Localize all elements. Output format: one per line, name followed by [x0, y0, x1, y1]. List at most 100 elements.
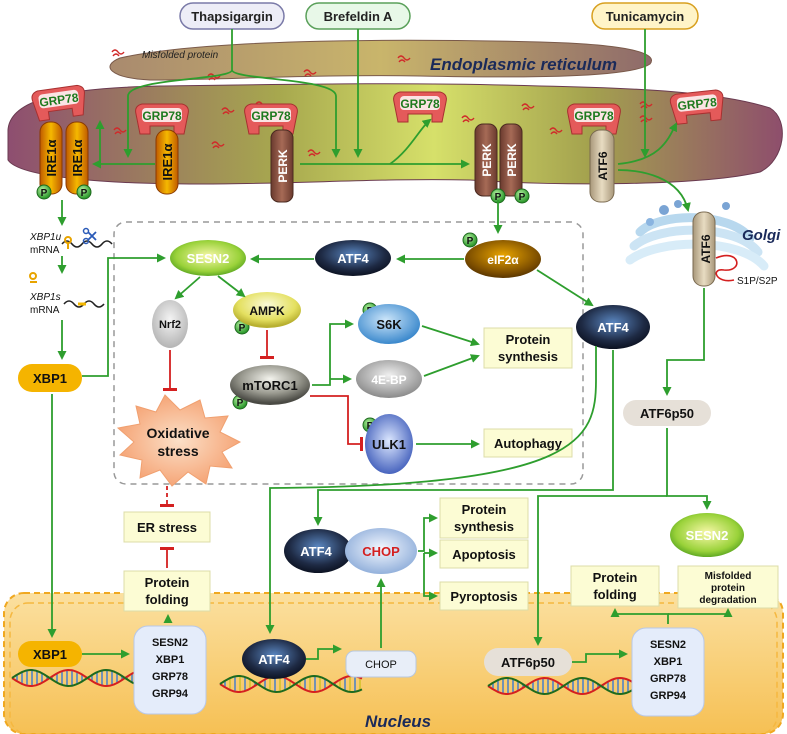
ampk-node: AMPK [233, 292, 301, 328]
misfolded-protein-icon [461, 115, 475, 123]
sesn2-label: SESN2 [187, 251, 230, 266]
grp78-label: GRP78 [677, 95, 718, 113]
oxidative-stress-node: Oxidative stress [116, 394, 242, 487]
svg-text:Protein: Protein [145, 575, 190, 590]
misfolded-protein-icon [549, 127, 563, 135]
dna-helix-icon [11, 668, 135, 688]
svg-text:GRP94: GRP94 [152, 688, 189, 700]
svg-text:ER stress: ER stress [137, 520, 197, 535]
ire1a-monomer: IRE1α [155, 129, 179, 195]
misfolded-protein-squiggles [39, 49, 653, 157]
svg-text:P: P [467, 236, 474, 247]
golgi-label: Golgi [742, 227, 781, 244]
svg-text:GRP94: GRP94 [650, 690, 687, 702]
ulk1-label: ULK1 [372, 437, 406, 452]
misfolded-protein-icon [211, 141, 225, 149]
eif2a-label: eIF2α [487, 253, 519, 267]
atf4-label-1: ATF4 [337, 251, 369, 266]
protein-synthesis-box-2: Protein synthesis [439, 497, 529, 539]
endoplasmic-reticulum: Misfolded protein Endoplasmic reticulum [7, 39, 783, 185]
perk-label-2: PERK [480, 143, 494, 177]
chop-label: CHOP [362, 544, 400, 559]
mtorc1-node: mTORC1 [230, 365, 310, 405]
misfolded-protein-icon [303, 69, 317, 77]
ire1a-label-1: IRE1α [44, 140, 59, 177]
svg-text:Pyroptosis: Pyroptosis [450, 589, 517, 604]
atf6p50-node-1: ATF6p50 [623, 400, 711, 426]
target-genes-box-2: SESN2 XBP1 GRP78 GRP94 [631, 627, 705, 717]
misfolded-protein-icon [397, 55, 411, 63]
scissors-icon [715, 254, 738, 282]
atf6-label-2: ATF6 [699, 234, 713, 263]
svg-text:ATF6p50: ATF6p50 [501, 655, 555, 670]
svg-text:folding: folding [593, 587, 636, 602]
dna-helix-icon [219, 674, 363, 694]
phospho-icon: P [462, 232, 478, 248]
nrf2-label: Nrf2 [159, 319, 181, 331]
dna-helix-icon [487, 676, 633, 696]
svg-text:XBP1: XBP1 [156, 654, 185, 666]
stress-label: stress [157, 443, 198, 459]
4ebp-label: 4E-BP [371, 373, 406, 387]
ire1a-label-2: IRE1α [70, 140, 85, 177]
atf6-label-1: ATF6 [596, 151, 610, 180]
protein-folding-box-2: Protein folding [570, 565, 660, 607]
svg-text:CHOP: CHOP [365, 659, 397, 671]
svg-text:ATF4: ATF4 [300, 544, 332, 559]
svg-text:ATF4: ATF4 [258, 652, 290, 667]
xbp1u-label: XBP1u [29, 232, 62, 243]
svg-text:Misfolded: Misfolded [705, 571, 752, 582]
atf4-chop-complex: ATF4 CHOP [284, 528, 417, 574]
svg-text:P: P [495, 192, 502, 203]
svg-text:protein: protein [711, 583, 745, 594]
perk-dimer: PERK PERK [474, 123, 523, 197]
ampk-label: AMPK [249, 304, 285, 318]
svg-text:XBP1: XBP1 [33, 371, 67, 386]
svg-text:GRP78: GRP78 [152, 671, 188, 683]
ire1a-label-3: IRE1α [160, 144, 175, 181]
pyroptosis-box: Pyroptosis [439, 581, 529, 611]
stressor-brefeldin: Brefeldin A [305, 2, 411, 30]
atf4-node-2: ATF4 [576, 305, 650, 349]
dna-helices [11, 668, 633, 696]
sesn2-node: SESN2 [170, 240, 246, 276]
4ebp-node: 4E-BP [356, 360, 422, 398]
brefeldin-label: Brefeldin A [324, 9, 393, 24]
autophagy-box: Autophagy [483, 428, 573, 458]
tunicamycin-label: Tunicamycin [606, 9, 685, 24]
xbp1s-label: XBP1s [29, 292, 61, 303]
sesn2-node-2: SESN2 [670, 513, 744, 557]
xbp1-node-1: XBP1 [18, 364, 82, 392]
stressor-tunicamycin: Tunicamycin [591, 2, 699, 30]
eif2a-node: eIF2α [465, 240, 541, 278]
nucleus-label: Nucleus [365, 712, 431, 731]
grp78-chaperone: GRP78 [31, 84, 85, 122]
protein-folding-box-1: Protein folding [123, 570, 211, 612]
misfolded-protein-icon [639, 101, 653, 109]
atf4-node-1: ATF4 [315, 240, 391, 276]
svg-text:SESN2: SESN2 [152, 637, 188, 649]
svg-text:ATF6p50: ATF6p50 [640, 406, 694, 421]
misfolded-protein-icon [111, 49, 125, 57]
svg-text:XBP1: XBP1 [33, 647, 67, 662]
svg-text:Protein: Protein [462, 502, 507, 517]
svg-text:GRP78: GRP78 [650, 673, 686, 685]
protein-synthesis-box-1: Protein synthesis [483, 327, 573, 369]
xbp1-node-2: XBP1 [18, 641, 82, 667]
er-label: Endoplasmic reticulum [430, 55, 617, 74]
er-stress-box: ER stress [123, 511, 211, 543]
svg-text:Protein: Protein [593, 570, 638, 585]
grp78-label: GRP78 [38, 90, 79, 109]
svg-text:XBP1: XBP1 [654, 656, 683, 668]
xbp1s-mrna-suffix: mRNA [30, 305, 60, 316]
phospho-icon: P [514, 188, 530, 204]
oxidative-label: Oxidative [146, 425, 209, 441]
nrf2-node: Nrf2 [152, 300, 188, 348]
perk-label-1: PERK [276, 149, 290, 183]
grp78-chaperone: GRP78 [393, 91, 447, 123]
svg-text:SESN2: SESN2 [650, 639, 686, 651]
grp78-label: GRP78 [142, 109, 182, 123]
chop-gene-box: CHOP [345, 650, 417, 678]
